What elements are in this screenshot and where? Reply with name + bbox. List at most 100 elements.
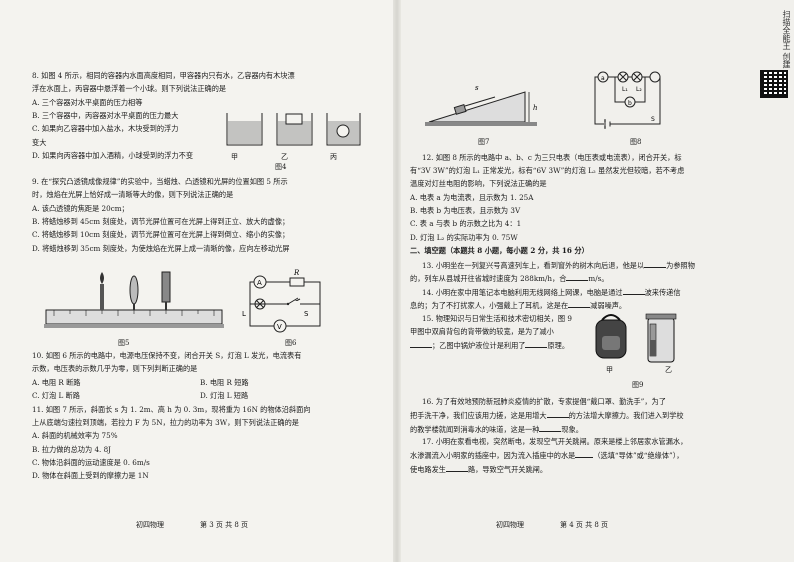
q12-stem-2: 有“3V 3W”的灯泡 L₁ 正常发光，标有“6V 3W”的灯泡 L₂ 虽然发光…: [410, 166, 685, 175]
q16-text-3a: 的教学楼就闻到消毒水的味道，这是一种: [410, 425, 540, 434]
q11-option-c: C. 物体沿斜面的运动速度是 0. 6m/s: [32, 458, 150, 467]
q11-option-b: B. 拉力做的总功为 4. 8J: [32, 445, 112, 454]
resistor-label: R: [293, 269, 300, 277]
figure-8-circuit: a L₁ L₂ b S: [594, 71, 661, 129]
fig4-label-bing: 丙: [330, 153, 337, 161]
fig4-caption: 图4: [275, 163, 287, 171]
q13-line-1: 13. 小明坐在一列复兴号高速列车上，看到窗外的树木向后退，他是以为参照物: [422, 259, 695, 273]
q14-line-2: 息的；为了不打扰家人，小强戴上了耳机，这是在减弱噪声。: [410, 299, 626, 313]
q17-line-2: 水渗漏流入小明家的插座中，因为流入插座中的水是 （选填“导体”或“绝缘体”），: [410, 449, 684, 463]
q11-option-a: A. 斜面的机械效率为 75%: [32, 431, 118, 440]
q8-option-b: B. 三个容器中，丙容器对水平桌面的压力最大: [32, 111, 179, 120]
figure-5-optical-bench: [44, 271, 224, 328]
q14-blank-1[interactable]: [622, 286, 645, 295]
q16-line-3: 的教学楼就闻到消毒水的味道，这是一种现象。: [410, 423, 583, 437]
qr-code-icon: [760, 70, 788, 98]
q14-blank-2[interactable]: [568, 299, 591, 308]
fig4-label-yi: 乙: [281, 153, 288, 161]
q14-text-1: 14. 小明在家中用笔记本电脑利用无线网络上网课，电脑是通过: [422, 288, 623, 297]
q17-text-3b: 路，导致空气开关跳闸。: [467, 465, 548, 474]
figure-9-backpack-boiler: [595, 313, 677, 363]
fig6-caption: 图6: [285, 339, 297, 347]
convex-lens: [129, 275, 139, 305]
q15-line-3: ；乙图中锅炉液位计是利用了 原理。: [410, 339, 569, 353]
q9-stem-2: 时，烛焰在光屏上恰好成一清晰等大的像，则下列说法正确的是: [32, 190, 234, 199]
q12-option-a: A. 电表 a 为电流表，且示数为 1. 25A: [410, 193, 534, 202]
q14-text-2: 波来传递信: [644, 288, 681, 297]
q12-stem-3: 温度对灯丝电阻的影响，下列说法正确的是: [410, 179, 547, 188]
left-page: [0, 0, 397, 562]
q17-blank-1[interactable]: [575, 449, 594, 458]
fig4-label-jia: 甲: [231, 153, 238, 161]
fig7-caption: 图7: [478, 138, 490, 146]
q17-line-1: 17. 小明在家看电视，突然断电，发现空气开关跳闸。原来是楼上邻居家水管漏水，: [422, 437, 688, 446]
scanner-watermark: 扫描全能王 创建: [782, 10, 791, 69]
q15-text-2: 甲图中双肩背包的背带做的较宽，是为了减小: [410, 327, 554, 336]
meter-b-label: b: [628, 100, 632, 107]
q13-line-2: 的，列车从县城开往省城时速度为 288km/h，合 m/s。: [410, 272, 609, 286]
fig5-caption: 图5: [118, 339, 130, 347]
q13-blank-2[interactable]: [566, 272, 589, 281]
q17-line-3: 使电路发生 路，导致空气开关跳闸。: [410, 463, 547, 477]
candle-flame: [100, 272, 104, 284]
q12-option-c: C. 表 a 与表 b 的示数之比为 4：1: [410, 219, 522, 228]
q8-option-d: D. 如果向丙容器中加入酒精，小球受到的浮力不变: [32, 151, 194, 160]
figure-4-containers: [226, 113, 361, 146]
q9-option-a: A. 该凸透镜的焦距是 20cm；: [32, 204, 129, 213]
fig9-label-jia: 甲: [606, 366, 613, 374]
q16-text-2b: 的方法增大摩擦力。我们进入到学校: [568, 411, 684, 420]
q9-option-b: B. 将蜡烛移到 45cm 刻度处，调节光屏位置可在光屏上得到正立、放大的虚像；: [32, 217, 290, 226]
fig9-label-yi: 乙: [665, 366, 672, 374]
q16-blank-1[interactable]: [546, 409, 569, 418]
q12-option-d: D. 灯泡 L₂ 的实际功率为 0. 75W: [410, 233, 518, 242]
light-screen: [161, 271, 171, 303]
q10-option-c: C. 灯泡 L 断路: [32, 391, 80, 400]
left-footer-subject: 初四物理: [136, 521, 164, 529]
q8-option-a: A. 三个容器对水平桌面的压力相等: [32, 98, 143, 107]
q10-stem-2: 示数，电压表的示数几乎为零，则下列判断正确的是: [32, 364, 198, 373]
q12-option-b: B. 电表 b 为电压表，且示数为 3V: [410, 206, 521, 215]
q11-stem-2: 上从底端匀速拉到顶端，若拉力 F 为 5N，拉力的功率为 3W，则下列说法正确的…: [32, 418, 299, 427]
q13-text-4: m/s。: [588, 274, 609, 283]
fig9-caption: 图9: [632, 381, 644, 389]
q10-stem-1: 10. 如图 6 所示的电路中，电源电压保持不变，闭合开关 S，灯泡 L 发光，…: [32, 351, 302, 360]
fig8-caption: 图8: [630, 138, 642, 146]
q17-text-2a: 水渗漏流入小明家的插座中，因为流入插座中的水是: [410, 451, 576, 460]
q14-text-3: 息的；为了不打扰家人，小强戴上了耳机，这是在: [410, 301, 569, 310]
right-footer-subject: 初四物理: [496, 521, 524, 529]
q16-line-1: 16. 为了有效地预防新冠肺炎疫情的扩散，专家提倡“戴口罩、勤洗手”，为了: [422, 397, 666, 406]
q12-stem-1: 12. 如图 8 所示的电路中 a、b、c 为三只电表（电压表或电流表），闭合开…: [422, 153, 682, 162]
q17-blank-2[interactable]: [445, 463, 468, 472]
q13-text-3: 的，列车从县城开往省城时速度为 288km/h，合: [410, 274, 567, 283]
wood-block: [285, 113, 303, 125]
q15-text-3: ；乙图中锅炉液位计是利用了: [432, 341, 526, 350]
q15-text-4: 原理。: [547, 341, 570, 350]
q15-blank-1[interactable]: [410, 339, 432, 348]
q9-option-c: C. 将蜡烛移到 10cm 刻度处，调节光屏位置可在光屏上得到倒立、缩小的实像；: [32, 230, 290, 239]
candle: [100, 284, 104, 310]
q15-line-1: 15. 物理知识与日常生活和技术密切相关，图 9: [422, 314, 572, 323]
voltmeter-label: V: [277, 323, 282, 331]
q17-text-3a: 使电路发生: [410, 465, 446, 474]
q14-line-1: 14. 小明在家中用笔记本电脑利用无线网络上网课，电脑是通过 波来传递信: [422, 286, 681, 300]
q16-line-2: 把手洗干净，我们应该用力搓，这是用增大 的方法增大摩擦力。我们进入到学校: [410, 409, 684, 423]
q16-blank-2[interactable]: [539, 423, 562, 432]
q10-option-d: D. 灯泡 L 短路: [200, 391, 249, 400]
figure-7-incline: h s: [425, 84, 538, 126]
q16-text-2a: 把手洗干净，我们应该用力搓，这是用增大: [410, 411, 547, 420]
switch-s-label: S: [651, 116, 655, 123]
q13-blank-1[interactable]: [644, 259, 667, 268]
q11-stem-1: 11. 如图 7 所示，斜面长 s 为 1. 2m、高 h 为 0. 3m，现将…: [32, 405, 311, 414]
q8-option-c-cont: 变大: [32, 138, 47, 147]
right-footer-page: 第 4 页 共 8 页: [560, 521, 609, 529]
section-fill-in: 二、填空题（本题共 8 小题，每小题 2 分，共 16 分）: [410, 246, 589, 255]
q15-blank-2[interactable]: [525, 339, 548, 348]
ammeter-label: A: [257, 279, 262, 287]
lamp-l1-label: L₁: [622, 86, 628, 93]
figure-6-circuit: A R V S L: [242, 269, 321, 333]
q13-text-1: 13. 小明坐在一列复兴号高速列车上，看到窗外的树木向后退，他是以: [422, 261, 645, 270]
q17-text-2b: （选填“导体”或“绝缘体”），: [593, 451, 684, 460]
q10-option-a: A. 电阻 R 断路: [32, 378, 81, 387]
q8-stem-2: 浮在水面上，丙容器中悬浮着一个小球。则下列说法正确的是: [32, 84, 227, 93]
suspended-ball: [336, 124, 350, 138]
